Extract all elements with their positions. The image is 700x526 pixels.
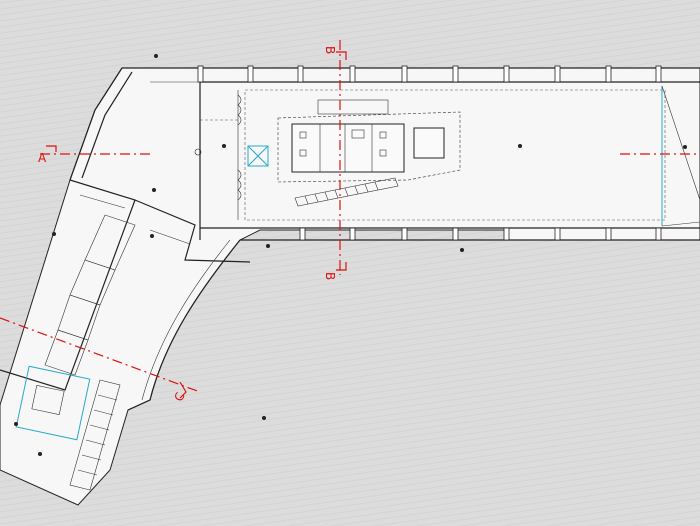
south-facade-columns (200, 227, 700, 241)
level-markers (14, 54, 687, 456)
north-facade-columns (122, 65, 700, 83)
section-line-a (40, 145, 150, 155)
northwest-wing-walls (69, 67, 200, 181)
curved-plaza-edge (127, 239, 241, 411)
west-wing-rooms (0, 179, 251, 391)
hall-stair (294, 99, 399, 207)
section-label-b-bottom: B (323, 272, 337, 280)
lift (247, 145, 269, 167)
section-label-b-top: B (323, 46, 337, 54)
southwest-stair-core (15, 365, 121, 491)
section-line-b (336, 40, 347, 275)
east-glazing (661, 85, 700, 227)
lift-cross-b (247, 145, 269, 167)
west-entrance-wall (199, 82, 242, 240)
section-line-c (0, 317, 201, 399)
section-label-a: A (38, 151, 47, 165)
hall-dashed-outline (244, 89, 666, 221)
curved-plaza-edge-inner (141, 239, 231, 401)
toilet-core (277, 111, 461, 183)
